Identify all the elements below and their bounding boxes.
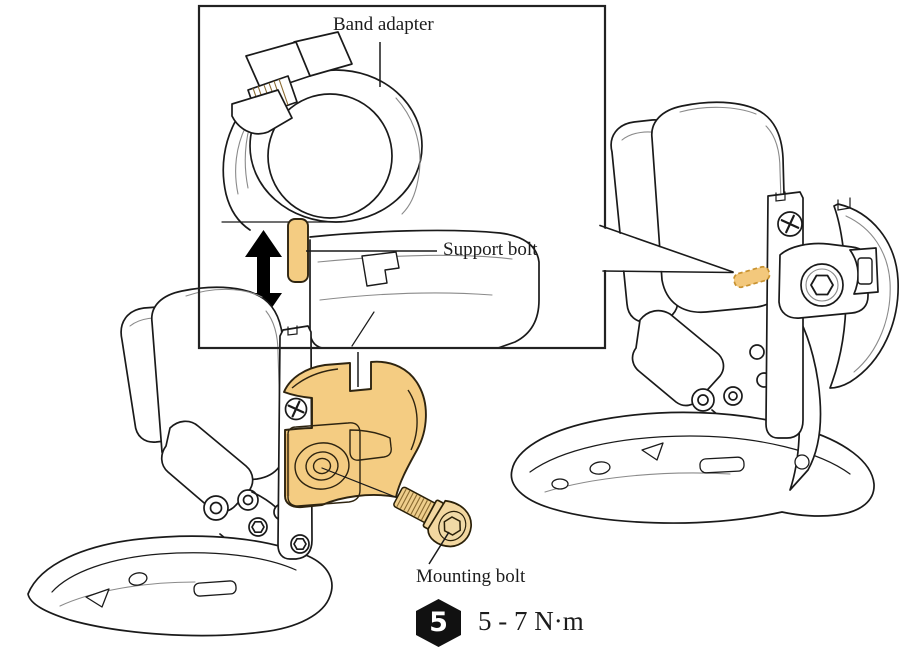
band-adapter-label: Band adapter xyxy=(333,14,434,35)
band-adapter-illustration xyxy=(221,31,423,231)
torque-step-badge: 5 xyxy=(416,599,461,647)
callout-wedge xyxy=(599,224,734,274)
mounting-bolt-leader-line xyxy=(428,531,450,565)
support-bolt-label: Support bolt xyxy=(443,239,538,260)
support-bolt-highlight xyxy=(287,218,309,283)
mounting-bolt-illustration xyxy=(393,486,472,548)
mounting-bolt-assembly-line xyxy=(321,467,399,499)
left-derailleur-illustration xyxy=(27,286,472,637)
support-bolt-hidden-highlight xyxy=(733,265,771,289)
torque-value: 5 - 7 N·m xyxy=(478,606,584,636)
phillips-screw-icon xyxy=(780,214,800,234)
band-adapter-highlight xyxy=(283,360,427,509)
torque-step-number: 5 xyxy=(429,606,448,638)
inset-panel-border xyxy=(197,4,607,350)
mounting-bolt-label: Mounting bolt xyxy=(416,566,526,587)
phillips-screw-icon xyxy=(287,400,305,418)
